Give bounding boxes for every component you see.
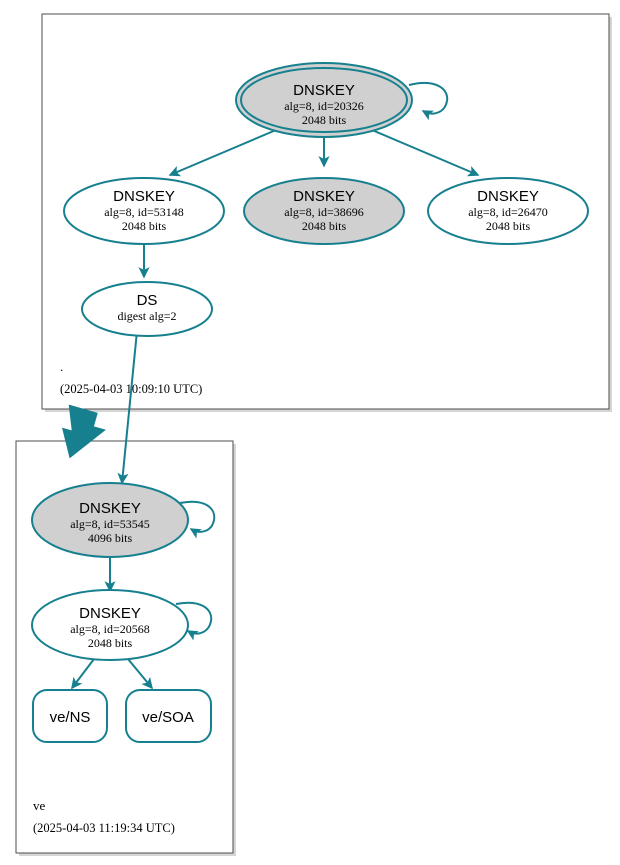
node-keysize: 2048 bits bbox=[88, 636, 133, 650]
node-title: DNSKEY bbox=[79, 500, 141, 517]
node-title: DNSKEY bbox=[79, 605, 141, 622]
node-keysize: 2048 bits bbox=[486, 219, 531, 233]
root-zone-label: . bbox=[60, 359, 63, 374]
node-rrset-ve-ns[interactable]: ve/NS bbox=[32, 689, 108, 743]
edge-ve-zsk-self-loop bbox=[175, 601, 213, 641]
node-dnskey-20568[interactable]: DNSKEY alg=8, id=20568 2048 bits bbox=[31, 589, 189, 661]
node-dnskey-26470[interactable]: DNSKEY alg=8, id=26470 2048 bits bbox=[427, 177, 589, 245]
node-dnskey-38696[interactable]: DNSKEY alg=8, id=38696 2048 bits bbox=[243, 177, 405, 245]
node-digest-alg: digest alg=2 bbox=[117, 309, 176, 323]
rrset-label: ve/SOA bbox=[142, 709, 194, 726]
node-title: DNSKEY bbox=[113, 188, 175, 205]
edge-ve-ksk-self-loop bbox=[179, 500, 216, 539]
edge-ds-to-ve-ksk bbox=[117, 330, 138, 485]
node-dnskey-20326[interactable]: DNSKEY alg=8, id=20326 2048 bits bbox=[235, 62, 413, 138]
node-keysize: 2048 bits bbox=[302, 113, 347, 127]
ve-zone-label: ve bbox=[33, 798, 46, 813]
node-keysize: 2048 bits bbox=[122, 219, 167, 233]
node-keysize: 2048 bits bbox=[302, 219, 347, 233]
rrset-label: ve/NS bbox=[50, 709, 91, 726]
node-title: DNSKEY bbox=[477, 188, 539, 205]
edge-root-ksk-to-zsk26470 bbox=[371, 129, 480, 177]
edge-ve-zsk-to-rrset-soa bbox=[127, 658, 153, 690]
node-alg-id: alg=8, id=53148 bbox=[104, 205, 184, 219]
node-dnskey-53148[interactable]: DNSKEY alg=8, id=53148 2048 bits bbox=[63, 177, 225, 245]
edge-layer bbox=[71, 82, 480, 690]
node-alg-id: alg=8, id=26470 bbox=[468, 205, 548, 219]
node-keysize: 4096 bits bbox=[88, 531, 133, 545]
node-title: DNSKEY bbox=[293, 82, 355, 99]
ve-zone-timestamp: (2025-04-03 11:19:34 UTC) bbox=[33, 821, 175, 835]
node-dnskey-53545[interactable]: DNSKEY alg=8, id=53545 4096 bits bbox=[31, 482, 189, 558]
node-title: DNSKEY bbox=[293, 188, 355, 205]
node-alg-id: alg=8, id=38696 bbox=[284, 205, 364, 219]
edge-root-zone-to-ve-zone-delegation bbox=[61, 404, 106, 459]
edge-root-ksk-self-loop bbox=[408, 82, 449, 121]
node-alg-id: alg=8, id=53545 bbox=[70, 517, 150, 531]
node-title: DS bbox=[137, 292, 158, 309]
node-rrset-ve-soa[interactable]: ve/SOA bbox=[125, 689, 212, 743]
edge-root-ksk-to-zsk53148 bbox=[168, 129, 277, 177]
node-ds-ve[interactable]: DS digest alg=2 bbox=[81, 281, 213, 337]
node-alg-id: alg=8, id=20326 bbox=[284, 99, 364, 113]
node-alg-id: alg=8, id=20568 bbox=[70, 622, 150, 636]
edge-ve-zsk-to-rrset-ns bbox=[71, 658, 95, 690]
